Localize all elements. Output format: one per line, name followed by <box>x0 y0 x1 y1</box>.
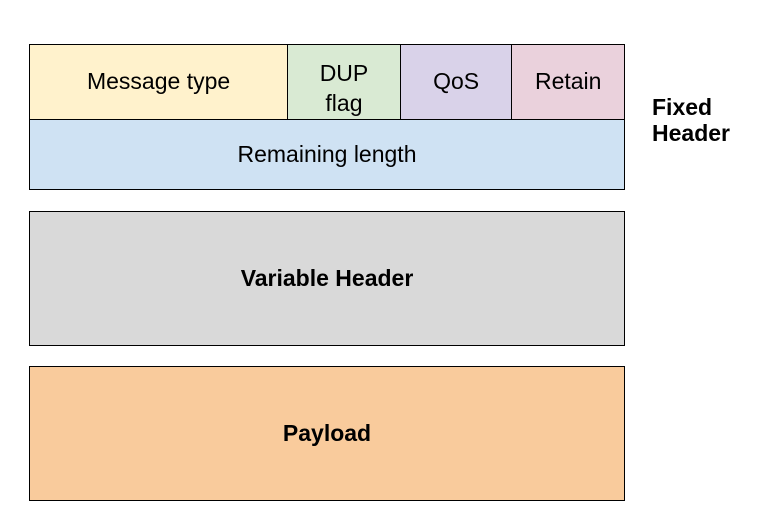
remaining-length-cell: Remaining length <box>30 119 624 189</box>
qos-cell: QoS <box>399 45 512 119</box>
dup-flag-label-line1: DUP <box>319 60 369 86</box>
dup-flag-cell: DUP flag <box>287 45 400 119</box>
message-type-label: Message type <box>86 67 231 94</box>
dup-flag-label: DUP flag <box>320 45 369 118</box>
fixed-header-side-label-line2: Header <box>652 120 730 146</box>
fixed-header-box: Message type DUP flag QoS Retain Remaini… <box>29 44 625 190</box>
fixed-header-flags-row: Message type DUP flag QoS Retain <box>30 45 624 120</box>
variable-header-label: Variable Header <box>240 265 414 291</box>
remaining-length-label: Remaining length <box>237 140 417 167</box>
message-type-cell: Message type <box>30 45 288 119</box>
payload-label: Payload <box>282 420 372 446</box>
fixed-header-side-label: Fixed Header <box>652 94 730 146</box>
fixed-header-side-label-line1: Fixed <box>652 94 713 120</box>
payload-box: Payload <box>29 366 625 501</box>
variable-header-box: Variable Header <box>29 211 625 346</box>
retain-cell: Retain <box>511 45 624 119</box>
dup-flag-label-line2: flag <box>325 90 363 116</box>
qos-label: QoS <box>433 67 480 94</box>
retain-label: Retain <box>534 67 602 94</box>
